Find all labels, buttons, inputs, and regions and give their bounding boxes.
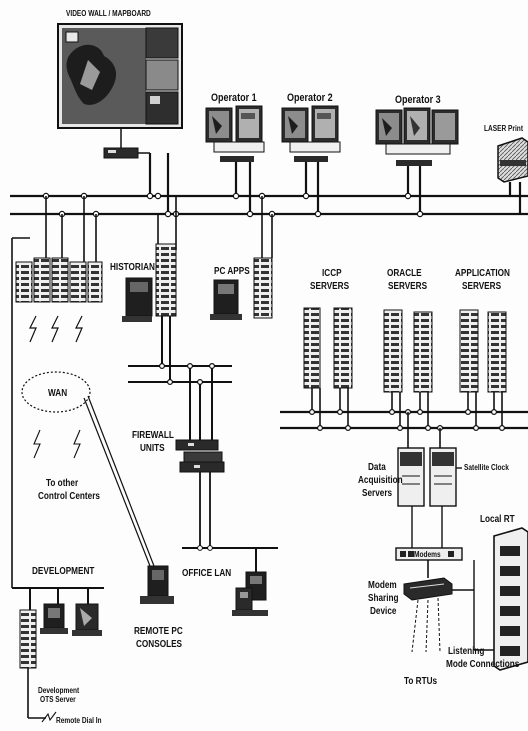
local-rtu (474, 527, 528, 671)
pc-apps-server (210, 196, 273, 320)
to-rtus-label: To RTUs (404, 676, 438, 687)
video-wall-label: VIDEO WALL / MAPBOARD (66, 9, 151, 18)
firewall-label-2: UNITS (140, 443, 165, 454)
data-acquisition-label-1: Data (368, 462, 386, 473)
dev-server-label-1: Development (38, 686, 80, 695)
office-pcs (232, 571, 268, 616)
remote-dial-in-label: Remote Dial In (56, 716, 102, 725)
development-lan (12, 587, 104, 612)
historian-server (122, 196, 177, 322)
video-wall-controller (103, 128, 150, 159)
data-acquisition-label-2: Acquisition (358, 475, 403, 486)
operator-3-console (375, 107, 459, 166)
pc-apps-label: PC APPS (214, 266, 250, 277)
operator-2-console (281, 105, 341, 162)
iccp-label-1: ICCP (322, 268, 342, 279)
to-other-label-2: Control Centers (38, 491, 100, 502)
satellite-clock-label: Satellite Clock (464, 463, 509, 472)
iccp-servers (303, 307, 353, 428)
historian-label: HISTORIAN (110, 262, 155, 273)
listening-label-2: Mode Connections (446, 659, 520, 670)
listening-label-1: Listening (448, 646, 485, 657)
laser-printer (497, 137, 528, 183)
modem-sharing-label-2: Sharing (368, 593, 399, 604)
firewall-units (175, 439, 225, 473)
application-label-1: APPLICATION (455, 268, 510, 279)
data-acquisition-servers (397, 412, 462, 548)
data-acquisition-label-3: Servers (362, 488, 393, 499)
to-other-label-1: To other (46, 478, 79, 489)
firewall-label-1: FIREWALL (132, 430, 174, 441)
modem-sharing-label-1: Modem (368, 580, 397, 591)
backend-lan (280, 410, 528, 430)
wan-cloud (21, 371, 155, 567)
application-label-2: SERVERS (462, 281, 502, 292)
remote-pc-label-1: REMOTE PC (134, 626, 183, 637)
modems-label: Modems (414, 550, 441, 559)
local-rtu-label: Local RT (480, 514, 515, 525)
wan-label: WAN (48, 388, 68, 399)
oracle-label-1: ORACLE (387, 268, 422, 279)
development-workstations (19, 603, 102, 723)
office-lan-label: OFFICE LAN (182, 568, 232, 579)
iccp-label-2: SERVERS (310, 281, 350, 292)
firewall-lan (128, 316, 232, 444)
operator-2-label: Operator 2 (287, 92, 333, 104)
front-end-processors (15, 196, 103, 343)
operator-1-console (205, 105, 265, 162)
operator-1-label: Operator 1 (211, 92, 257, 104)
laser-printer-label: LASER Print (484, 124, 524, 133)
remote-pc-label-2: CONSOLES (136, 639, 183, 650)
application-servers (459, 309, 507, 428)
video-wall (57, 23, 183, 129)
operator-3-label: Operator 3 (395, 94, 441, 106)
modem-sharing-label-3: Device (370, 606, 397, 617)
modem-sharing-device (403, 560, 475, 653)
dev-server-label-2: OTS Server (40, 695, 76, 704)
top-lan-bus (10, 153, 528, 216)
oracle-servers (383, 309, 433, 428)
development-label: DEVELOPMENT (32, 566, 95, 577)
remote-pc-consoles (140, 565, 174, 604)
modem-bank (395, 547, 463, 578)
oracle-label-2: SERVERS (388, 281, 428, 292)
